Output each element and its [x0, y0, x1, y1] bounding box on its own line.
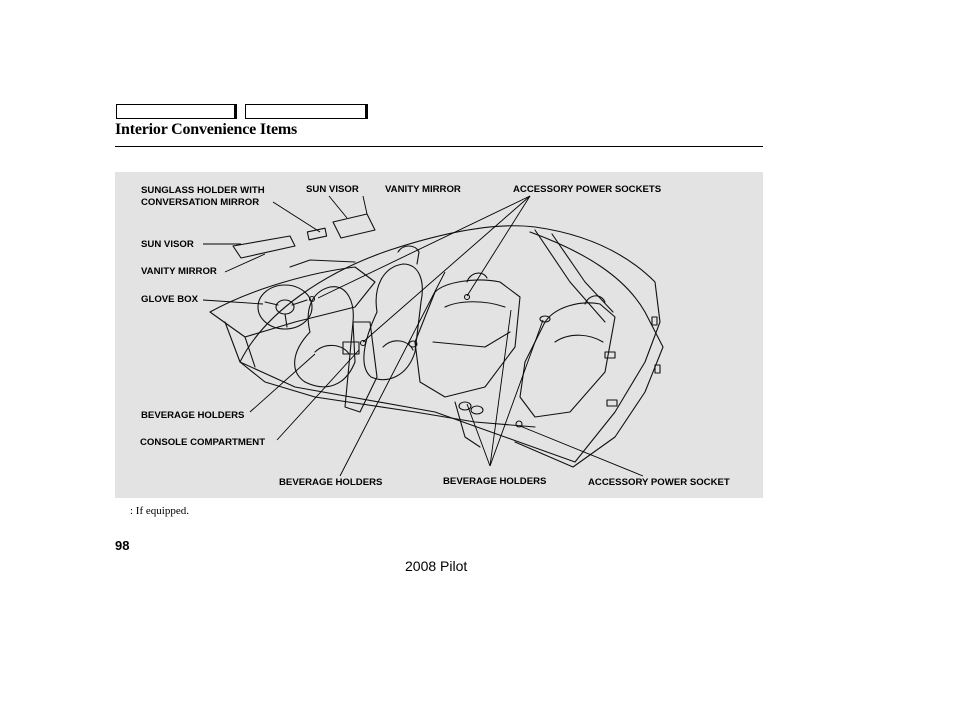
footer-model: 2008 Pilot [405, 558, 468, 574]
label-sun-visor-left: SUN VISOR [141, 239, 194, 250]
center-console [344, 321, 378, 413]
label-accessory-power-sockets: ACCESSORY POWER SOCKETS [513, 184, 662, 195]
cup-holder-3 [539, 315, 551, 323]
second-row-seat [414, 279, 521, 398]
interior-figure: SUNGLASS HOLDER WITH CONVERSATION MIRROR… [115, 172, 763, 498]
label-vanity-mirror-left: VANITY MIRROR [141, 266, 217, 277]
nav-tab-2[interactable] [245, 104, 368, 119]
power-socket-rear [515, 420, 523, 428]
label-sun-visor-top: SUN VISOR [306, 184, 359, 195]
power-socket-front [308, 295, 316, 303]
body-outline [239, 225, 661, 463]
sun-visor-left-shape [232, 235, 296, 259]
label-glove-box: GLOVE BOX [141, 294, 199, 305]
vehicle-interior-illustration [202, 195, 664, 477]
cup-holder-1 [458, 401, 472, 411]
label-console-compartment: CONSOLE COMPARTMENT [140, 437, 266, 448]
sun-visor-top-shape [332, 213, 376, 239]
page-number: 98 [115, 538, 130, 553]
third-row-seat [519, 302, 616, 418]
dashboard [209, 266, 376, 338]
front-seat-right [363, 263, 423, 381]
label-beverage-holders-bottom-2: BEVERAGE HOLDERS [443, 476, 547, 487]
front-seat-left [294, 286, 356, 388]
page-title: Interior Convenience Items [115, 121, 298, 138]
cup-holder-2 [470, 405, 484, 415]
label-vanity-mirror-top: VANITY MIRROR [385, 184, 461, 195]
label-beverage-holders-bottom-1: BEVERAGE HOLDERS [279, 477, 383, 488]
footnote: : If equipped. [130, 505, 189, 517]
nav-tab-1[interactable] [116, 104, 237, 119]
label-sunglass-holder-text: SUNGLASS HOLDER WITH CONVERSATION MIRROR [141, 185, 265, 208]
steering-wheel [257, 284, 313, 330]
label-beverage-holders-left: BEVERAGE HOLDERS [141, 410, 245, 421]
title-rule [115, 146, 763, 147]
label-sunglass-holder: SUNGLASS HOLDER WITH CONVERSATION MIRROR [141, 185, 265, 208]
cargo-area [514, 231, 664, 468]
cup-holder-4 [408, 340, 418, 348]
label-accessory-power-socket: ACCESSORY POWER SOCKET [588, 477, 730, 488]
